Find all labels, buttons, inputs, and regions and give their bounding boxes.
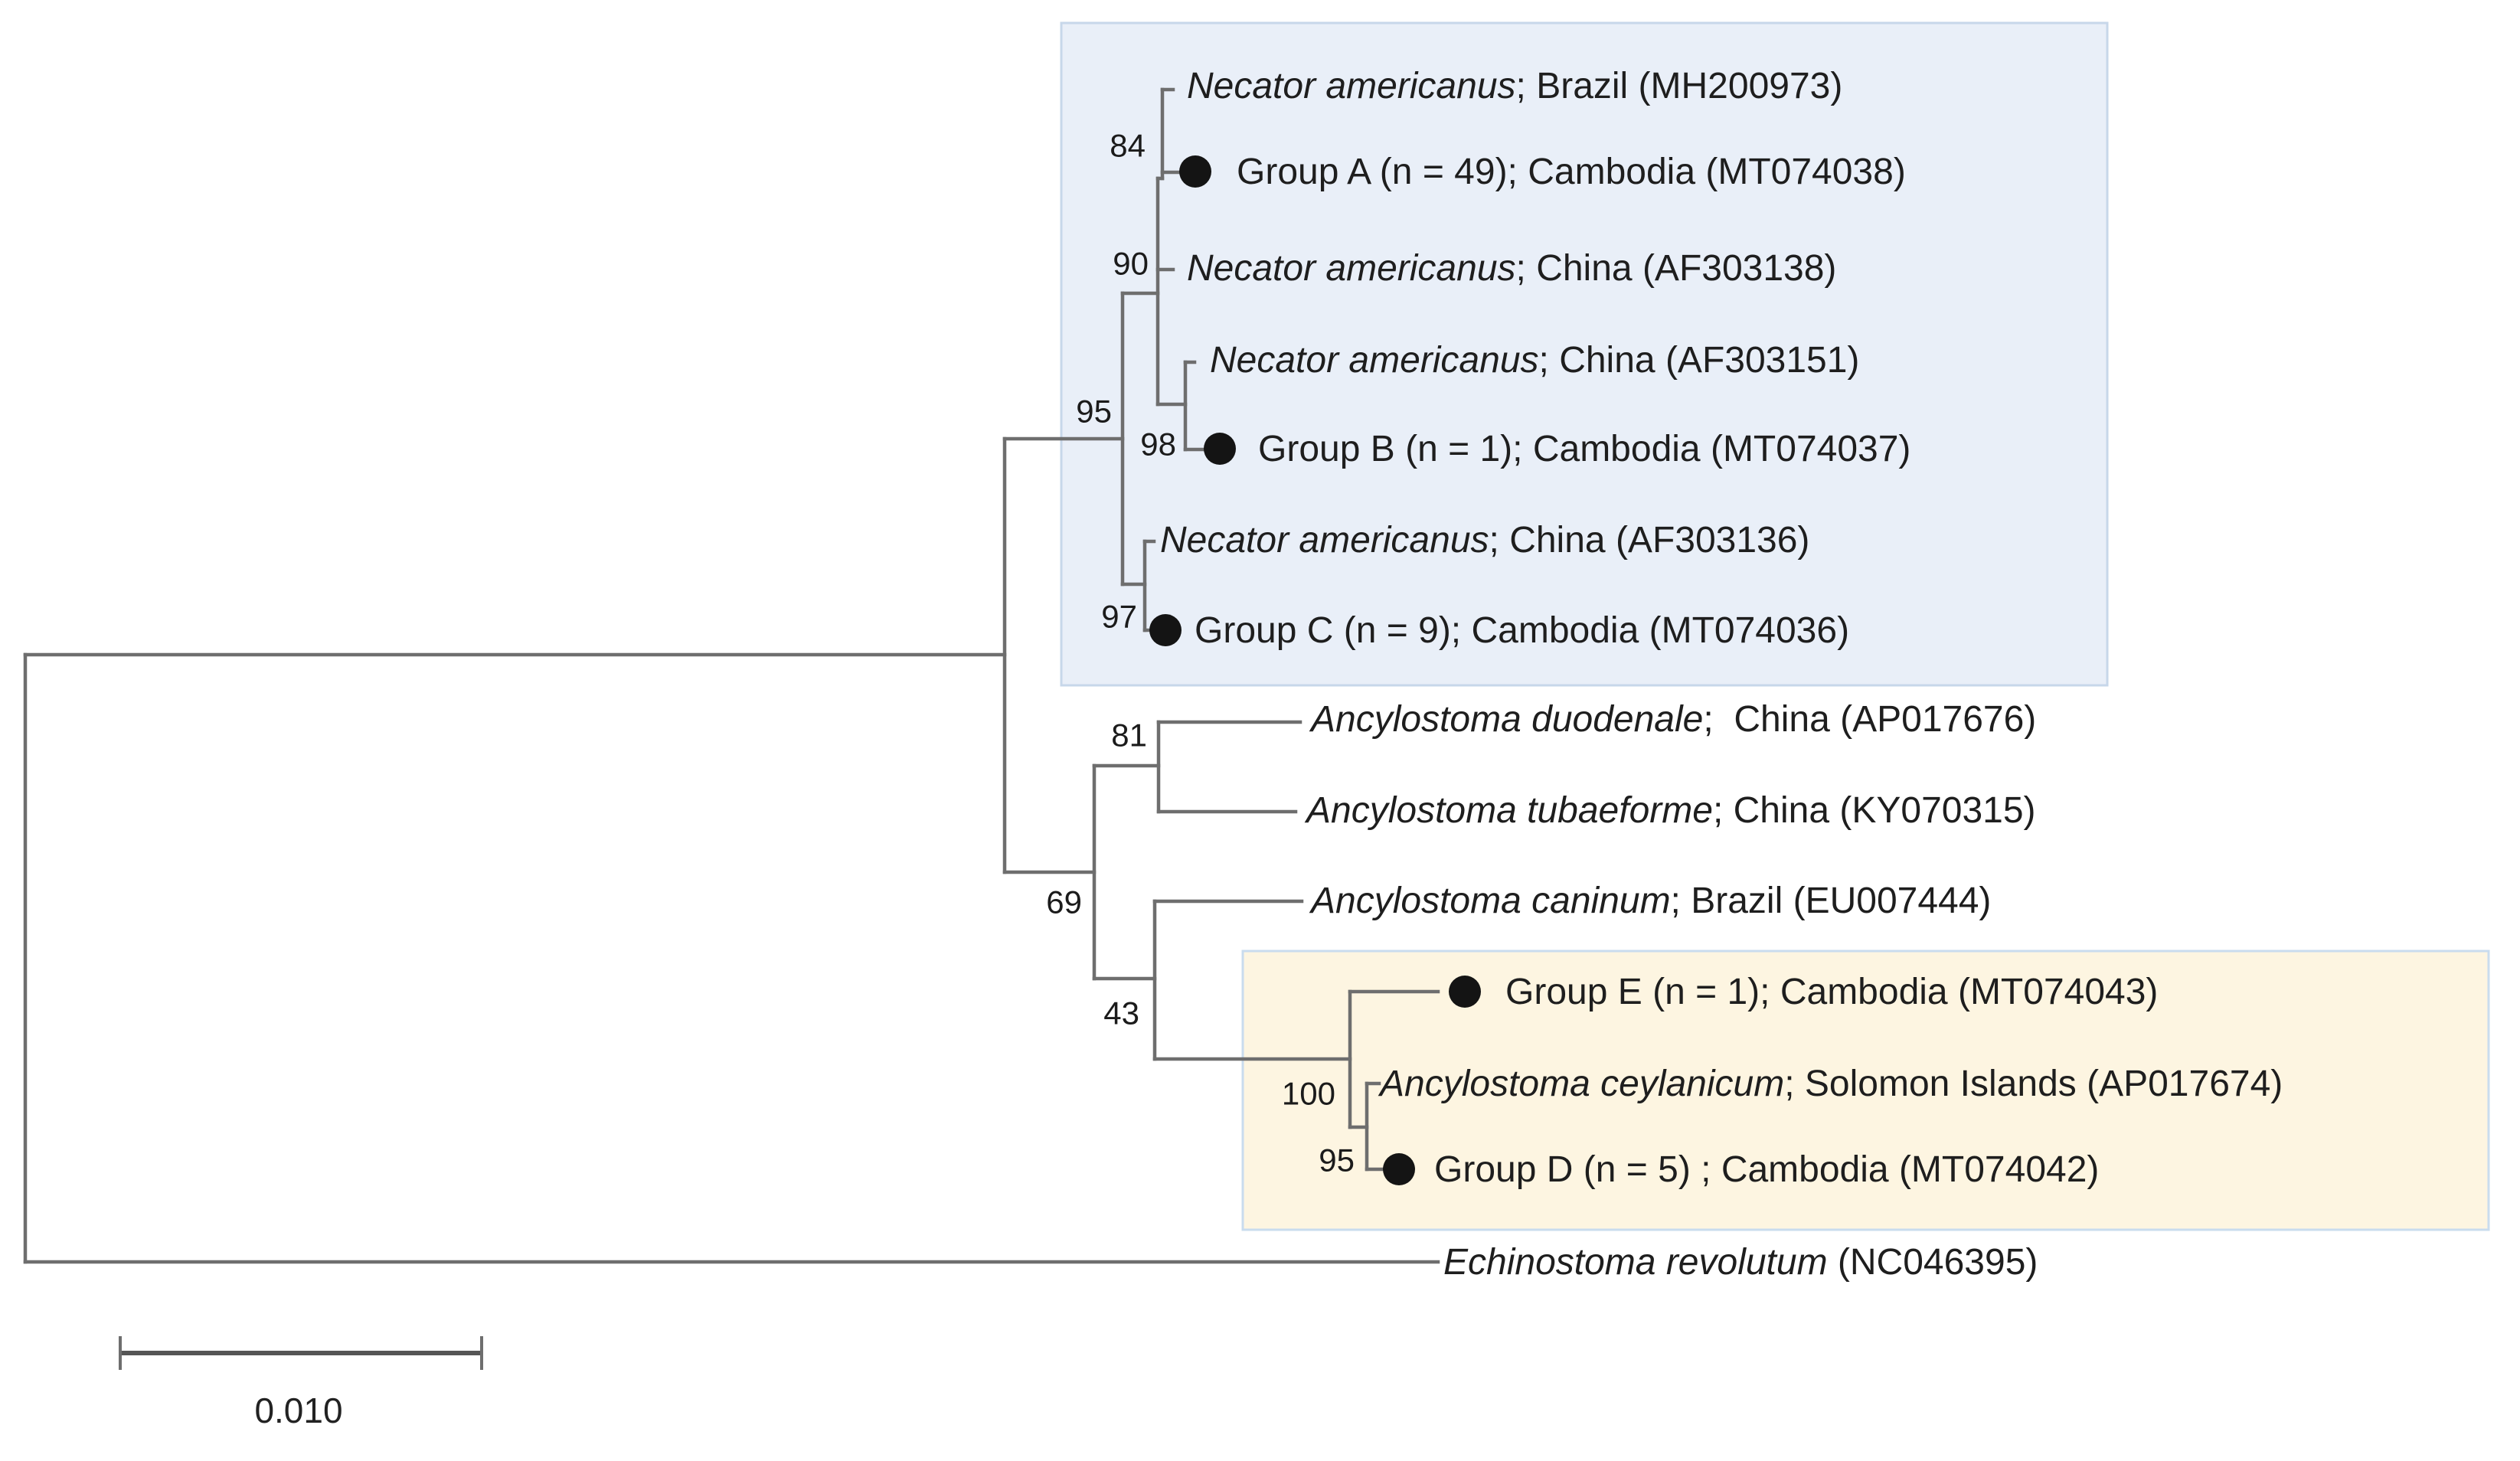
bootstrap-value: 90 bbox=[1113, 246, 1149, 282]
bootstrap-value: 97 bbox=[1101, 599, 1137, 635]
taxon-label: Group A (n = 49); Cambodia (MT074038) bbox=[1237, 152, 1906, 192]
bootstrap-value: 95 bbox=[1076, 394, 1112, 430]
taxon-locality-accession: (NC046395) bbox=[1828, 1242, 2038, 1283]
taxon-locality-accession: ; China (KY070315) bbox=[1713, 790, 2036, 831]
taxon-locality-accession: ; Brazil (MH200973) bbox=[1516, 66, 1843, 106]
taxon-locality-accession: ; China (AF303138) bbox=[1516, 248, 1837, 289]
taxon-label: Necator americanus; Brazil (MH200973) bbox=[1187, 66, 1842, 106]
scale-bar-label: 0.010 bbox=[254, 1391, 342, 1430]
taxon-label: Ancylostoma duodenale; China (AP017676) bbox=[1309, 699, 2036, 740]
taxon-species-name: Necator americanus bbox=[1160, 520, 1489, 561]
taxon-locality-accession: Group C (n = 9); Cambodia (MT074036) bbox=[1195, 610, 1849, 651]
taxon-label: Group C (n = 9); Cambodia (MT074036) bbox=[1195, 610, 1849, 651]
taxon-locality-accession: ; China (AF303136) bbox=[1489, 520, 1810, 561]
group-marker-dot bbox=[1204, 433, 1236, 465]
taxon-label: Necator americanus; China (AF303136) bbox=[1160, 520, 1809, 561]
taxon-species-name: Necator americanus bbox=[1187, 248, 1516, 289]
taxon-locality-accession: Group B (n = 1); Cambodia (MT074037) bbox=[1258, 429, 1910, 469]
taxon-species-name: Ancylostoma caninum bbox=[1309, 881, 1671, 921]
taxon-label: Group B (n = 1); Cambodia (MT074037) bbox=[1258, 429, 1910, 469]
taxon-label: Group E (n = 1); Cambodia (MT074043) bbox=[1505, 972, 2158, 1012]
bootstrap-value: 69 bbox=[1046, 884, 1082, 920]
bootstrap-value: 43 bbox=[1103, 995, 1139, 1031]
bootstrap-value: 84 bbox=[1110, 128, 1146, 164]
taxon-locality-accession: ; Solomon Islands (AP017674) bbox=[1784, 1064, 2283, 1104]
necator-clade-highlight-box bbox=[1060, 21, 2109, 687]
taxon-locality-accession: ; China (AF303151) bbox=[1539, 340, 1860, 381]
bootstrap-value: 100 bbox=[1282, 1076, 1335, 1112]
taxon-locality-accession: Group A (n = 49); Cambodia (MT074038) bbox=[1237, 152, 1906, 192]
taxon-label: Ancylostoma tubaeforme; China (KY070315) bbox=[1304, 790, 2036, 831]
bootstrap-value: 95 bbox=[1319, 1142, 1355, 1178]
taxon-species-name: Necator americanus bbox=[1187, 66, 1516, 106]
taxon-label: Ancylostoma caninum; Brazil (EU007444) bbox=[1309, 881, 1991, 921]
taxon-locality-accession: ; Brazil (EU007444) bbox=[1671, 881, 1992, 921]
bootstrap-value: 98 bbox=[1140, 427, 1176, 462]
taxon-label: Necator americanus; China (AF303138) bbox=[1187, 248, 1836, 289]
taxon-label: Group D (n = 5) ; Cambodia (MT074042) bbox=[1434, 1149, 2099, 1190]
group-marker-dot bbox=[1449, 976, 1481, 1008]
taxon-label: Echinostoma revolutum (NC046395) bbox=[1443, 1242, 2038, 1283]
taxon-locality-accession: Group E (n = 1); Cambodia (MT074043) bbox=[1505, 972, 2158, 1012]
group-marker-dot bbox=[1149, 614, 1182, 646]
taxon-locality-accession: Group D (n = 5) ; Cambodia (MT074042) bbox=[1434, 1149, 2099, 1190]
taxon-label: Necator americanus; China (AF303151) bbox=[1210, 340, 1859, 381]
group-marker-dot bbox=[1179, 155, 1211, 188]
taxon-locality-accession: ; China (AP017676) bbox=[1703, 699, 2036, 740]
taxon-species-name: Ancylostoma tubaeforme bbox=[1304, 790, 1713, 831]
taxon-species-name: Ancylostoma duodenale bbox=[1309, 699, 1703, 740]
taxon-species-name: Echinostoma revolutum bbox=[1443, 1242, 1828, 1283]
taxon-species-name: Necator americanus bbox=[1210, 340, 1539, 381]
taxon-label: Ancylostoma ceylanicum; Solomon Islands … bbox=[1378, 1064, 2283, 1104]
group-marker-dot bbox=[1383, 1153, 1415, 1185]
taxon-species-name: Ancylostoma ceylanicum bbox=[1378, 1064, 1784, 1104]
bootstrap-value: 81 bbox=[1111, 717, 1147, 753]
